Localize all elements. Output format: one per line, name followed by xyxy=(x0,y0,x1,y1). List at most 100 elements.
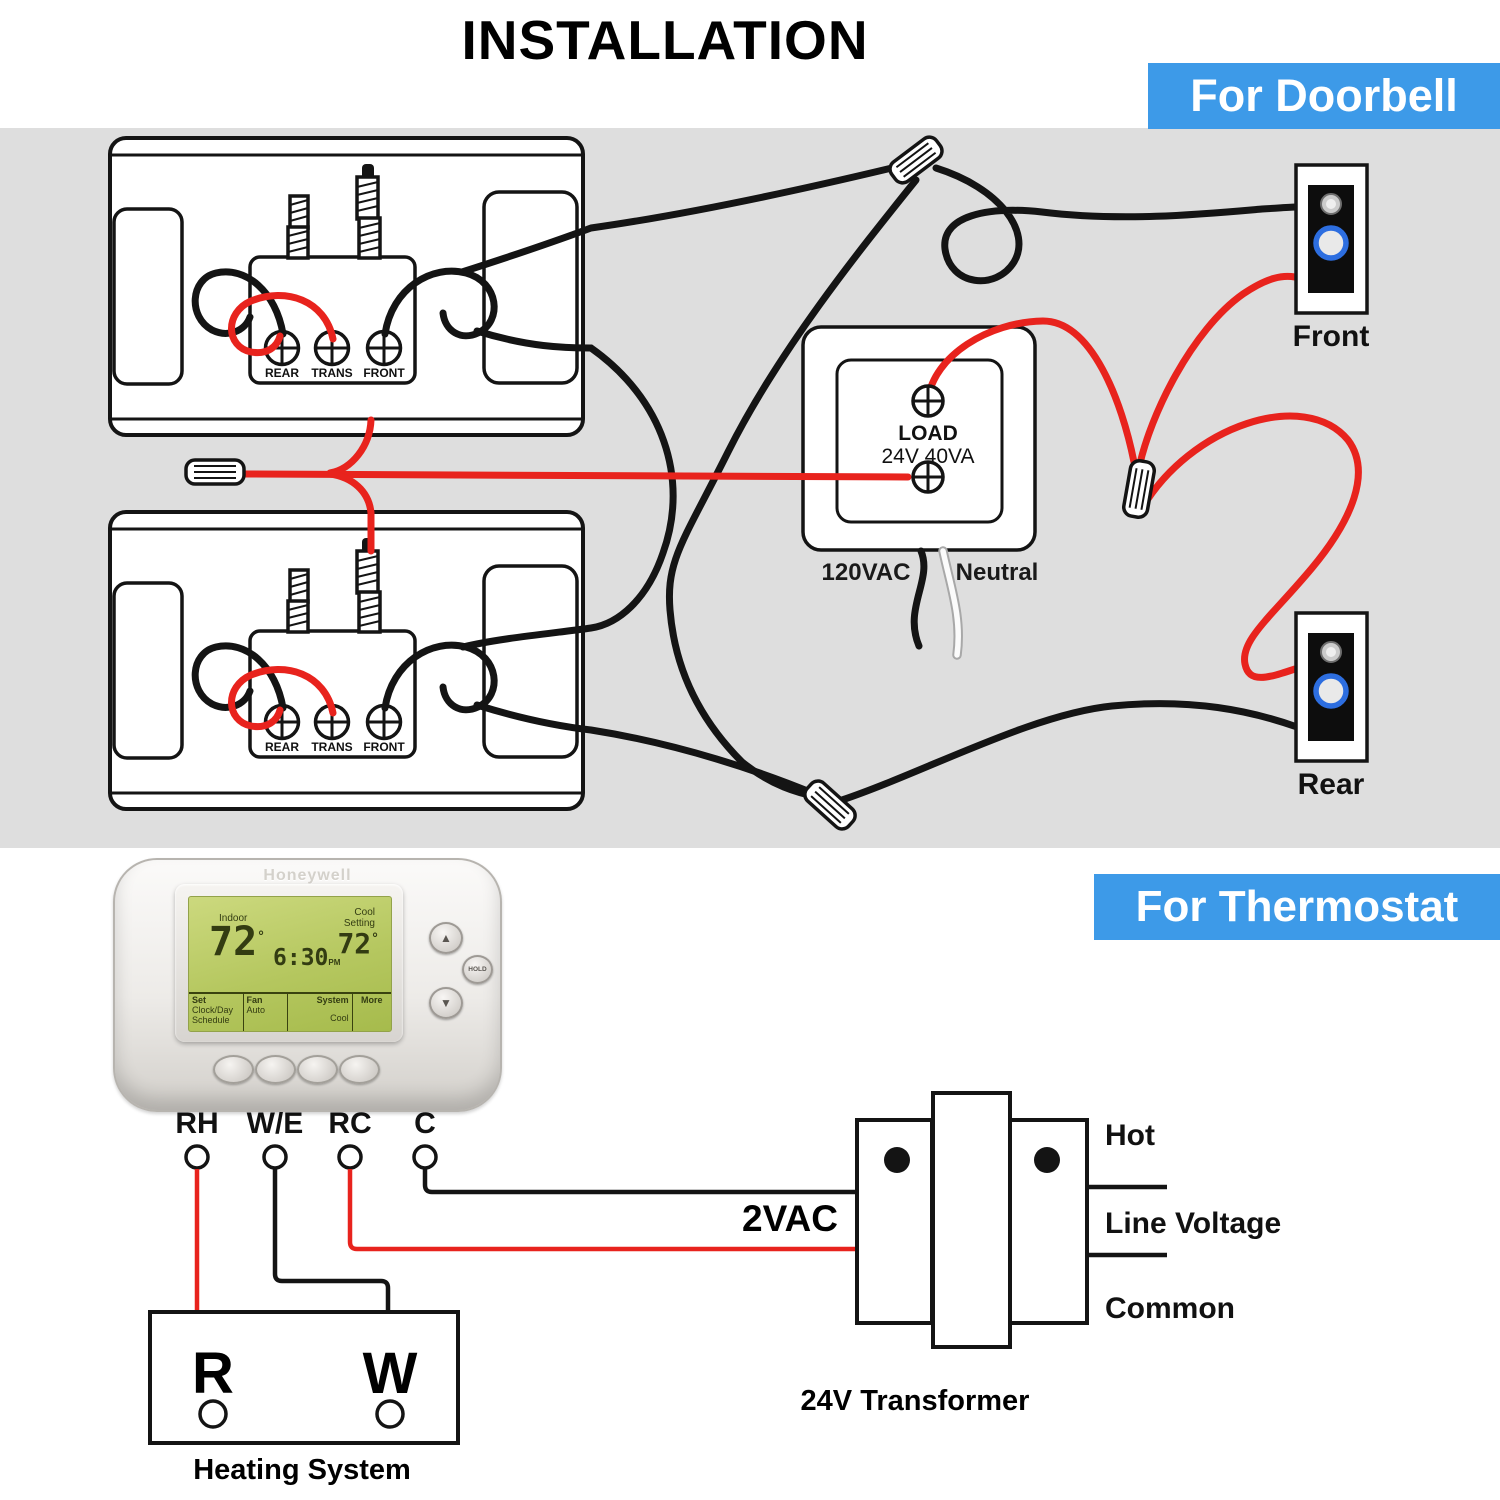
screw-hatch xyxy=(356,181,381,253)
rear-button-label: Rear xyxy=(1298,768,1365,801)
transformer-24v: Hot Line Voltage Common 24V Transformer xyxy=(801,1091,1281,1417)
indoor-label: Indoor xyxy=(219,913,248,924)
terminal-we-label: W/E xyxy=(247,1107,304,1140)
cool-temp-value: 72 xyxy=(337,927,372,960)
terminal-c-label: C xyxy=(414,1107,436,1140)
wire-rc-to-transformer xyxy=(347,1169,856,1252)
ring-button xyxy=(1313,225,1349,261)
wire-rednut-to-front xyxy=(1135,272,1299,472)
menu-label: System xyxy=(316,995,349,1005)
transformer-left-dot xyxy=(884,1147,910,1173)
page-title: INSTALLATION xyxy=(461,9,869,71)
menu-label: More xyxy=(361,995,383,1005)
degree-symbol: ° xyxy=(257,929,265,945)
screw-hatch xyxy=(356,555,381,627)
heating-system: R W Heating System xyxy=(148,1310,460,1486)
hold-button[interactable]: HOLD xyxy=(462,955,493,984)
up-arrow-button[interactable]: ▲ xyxy=(429,922,463,954)
common-label: Common xyxy=(1105,1292,1235,1325)
wire-nut-ridges xyxy=(810,786,850,824)
heating-caption: Heating System xyxy=(193,1454,411,1486)
terminal-rc-label: RC xyxy=(328,1107,371,1140)
thermostat-wires xyxy=(194,1169,856,1311)
wire-nut-ridges xyxy=(1128,468,1150,510)
down-arrow-icon: ▼ xyxy=(440,996,452,1010)
degree-symbol: ° xyxy=(371,931,379,947)
heating-w-label: W xyxy=(363,1341,418,1406)
trans-label: TRANS xyxy=(311,366,352,380)
function-button-3[interactable] xyxy=(297,1055,338,1084)
menu-line: Clock/Day xyxy=(192,1005,234,1015)
wire-nut-ridges xyxy=(895,142,937,178)
trans-label: TRANS xyxy=(311,740,352,754)
camera-lens-glint xyxy=(1326,199,1336,209)
rating-label: 24V 40VA xyxy=(881,445,974,468)
wire-chime1-to-chime2 xyxy=(459,327,677,651)
terminal-rh xyxy=(184,1144,210,1170)
function-button-4[interactable] xyxy=(339,1055,380,1084)
menu-line: Cool xyxy=(330,1013,349,1023)
rear-label: REAR xyxy=(265,366,299,380)
wire-nut-to-rear-button xyxy=(838,700,1301,804)
menu-line: Schedule xyxy=(192,1015,230,1025)
line-voltage-label: Line Voltage xyxy=(1105,1207,1281,1240)
black-wires xyxy=(191,163,1301,804)
transformer-core xyxy=(931,1091,1012,1349)
front-button-label: Front xyxy=(1293,320,1370,353)
heating-w-terminal xyxy=(375,1399,405,1429)
rear-doorbell-button: Rear xyxy=(1294,611,1369,801)
down-arrow-button[interactable]: ▼ xyxy=(429,987,463,1019)
wire-red-drop-chime2 xyxy=(326,470,375,555)
wire-nut-red-right xyxy=(1121,459,1157,519)
wire-nut-ridges xyxy=(194,465,236,479)
wire-rednut-to-rear xyxy=(1137,412,1362,681)
wire-c-to-transformer xyxy=(422,1169,856,1195)
ampm: PM xyxy=(328,958,341,967)
front-doorbell-button: Front xyxy=(1293,163,1370,353)
transformer-inner-box xyxy=(835,358,1004,524)
hold-label: HOLD xyxy=(468,966,487,973)
chime-left-panel xyxy=(112,207,184,386)
cool-label-line1: Cool xyxy=(354,907,375,918)
terminal-we xyxy=(262,1144,288,1170)
line-voltage-leads xyxy=(1087,1184,1167,1258)
transformer-caption: 24V Transformer xyxy=(801,1385,1030,1417)
up-arrow-icon: ▲ xyxy=(440,931,452,945)
wire-nut-to-front-button xyxy=(932,164,1301,285)
menu-label: Fan xyxy=(246,995,263,1005)
vac-label: 2VAC xyxy=(742,1198,838,1239)
function-button-2[interactable] xyxy=(255,1055,296,1084)
clock-time: 6:30PM xyxy=(273,945,340,971)
120vac-label: 120VAC xyxy=(822,559,911,586)
rear-label: REAR xyxy=(265,740,299,754)
function-button-1[interactable] xyxy=(213,1055,254,1084)
menu-more[interactable]: More xyxy=(353,994,391,1031)
wire-nut-black-top xyxy=(888,135,944,185)
menu-label: Set xyxy=(192,995,207,1005)
wire-neutral-pigtail xyxy=(940,548,962,658)
wire-we-to-heating xyxy=(272,1169,391,1311)
transformer-right-dot xyxy=(1034,1147,1060,1173)
chime-1-terminal-block: REAR TRANS FRONT xyxy=(248,164,417,385)
wire-nut-to-nut-diagonal xyxy=(665,176,920,801)
hot-label: Hot xyxy=(1105,1119,1155,1152)
screw-hatch xyxy=(287,199,309,253)
red-wires xyxy=(228,272,1362,731)
wire-chime1-to-nut xyxy=(458,163,900,276)
screw-cross xyxy=(914,387,942,415)
ring-button xyxy=(1313,673,1349,709)
thermostat-terminals: RH W/E RC C xyxy=(175,1107,438,1170)
front-label: FRONT xyxy=(363,740,405,754)
time-value: 6:30 xyxy=(273,945,329,971)
indoor-temp-value: 72 xyxy=(209,919,258,965)
wire-nut-red-left xyxy=(184,458,246,486)
